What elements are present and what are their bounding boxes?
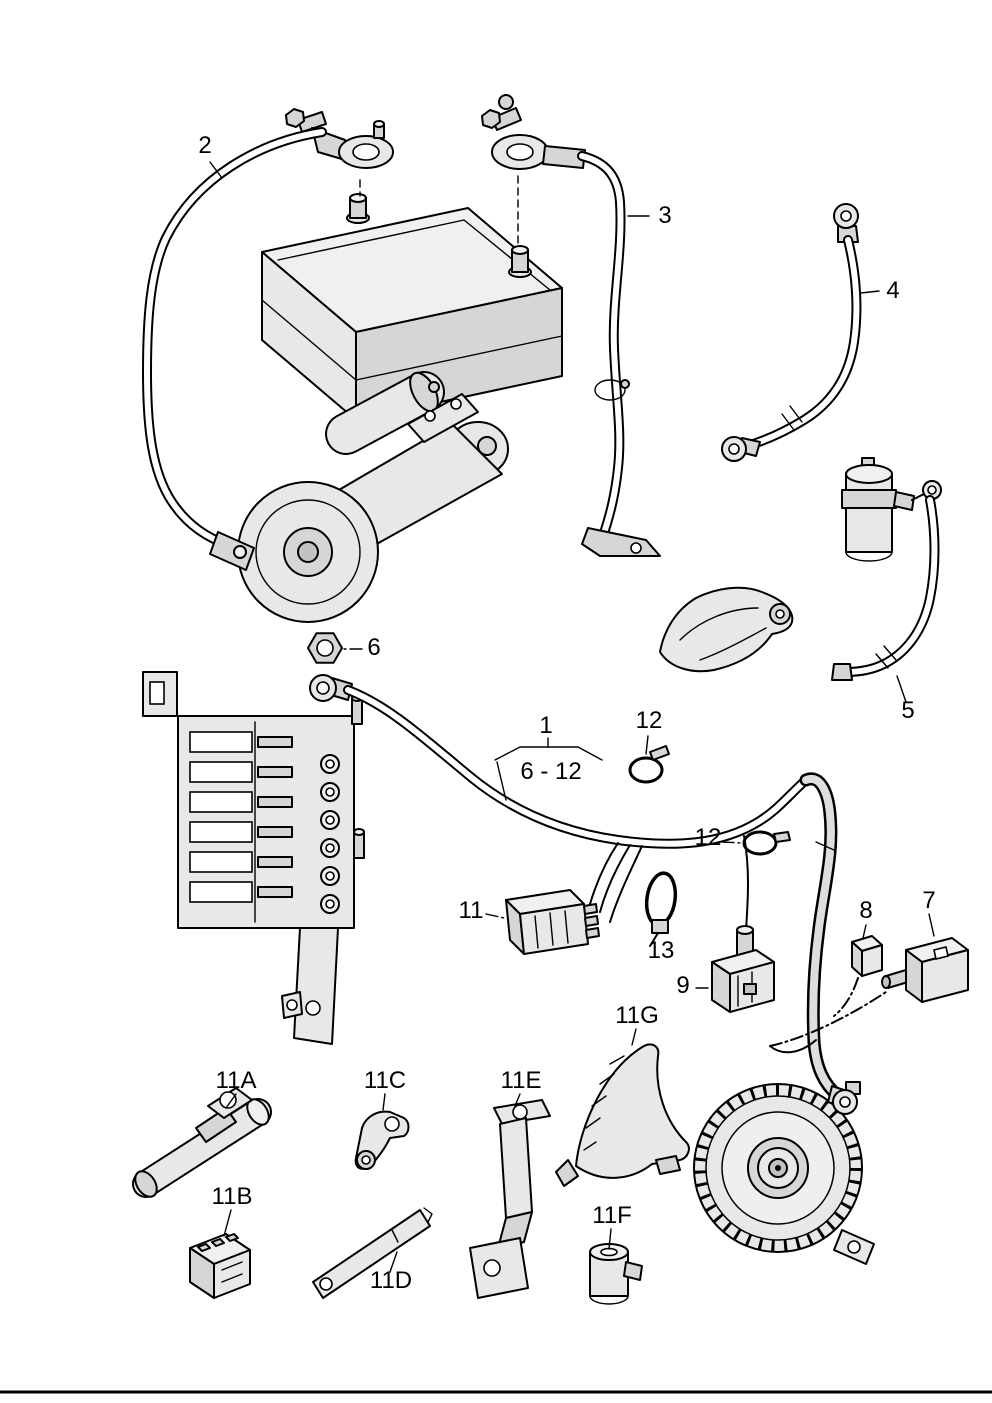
callout-7[interactable]: 7: [922, 887, 935, 914]
cable-tie-13: [644, 871, 678, 947]
fuse-row: [189, 731, 293, 903]
alternator-lower-lug: [833, 1229, 875, 1265]
hose-clamp-12-lower: [742, 830, 791, 856]
callout-8[interactable]: 8: [859, 897, 872, 924]
shield-11g: [555, 1043, 690, 1187]
clip-11b: [189, 1233, 251, 1299]
battery-cable-3: [577, 151, 661, 557]
relay-plate: [142, 671, 365, 1045]
cable3-flag-terminal: [581, 527, 661, 557]
callout-9[interactable]: 9: [676, 972, 689, 999]
callout-labels: 2 3 4 5 6 1 6 - 12 12 12 11 13 9 8 7 11A…: [198, 132, 935, 1294]
callout-12-lower[interactable]: 12: [695, 824, 722, 851]
battery-post-positive: [346, 193, 370, 224]
callout-11d[interactable]: 11D: [370, 1267, 412, 1294]
callout-1-range[interactable]: 6 - 12: [520, 758, 581, 785]
plate-socket-holes: [320, 754, 340, 914]
callout-1[interactable]: 1: [539, 712, 552, 739]
ground-strap-4: [721, 203, 862, 462]
wiring-harness-1: [309, 674, 887, 1115]
bracket-11c: [354, 1110, 410, 1170]
callout-12-upper[interactable]: 12: [636, 707, 663, 734]
engine-bracket: [659, 586, 794, 673]
plate-lower-strip: [281, 927, 339, 1045]
connector-7: [881, 937, 969, 1003]
cable3-clip: [594, 379, 630, 401]
leader-lines: [209, 161, 935, 1273]
callout-11a[interactable]: 11A: [216, 1067, 257, 1094]
bracket-11d: [312, 1207, 433, 1299]
callout-6[interactable]: 6: [367, 634, 380, 661]
starter-motor: [237, 371, 509, 623]
harness-ring-terminal-end: [827, 1085, 858, 1115]
callout-11e[interactable]: 11E: [501, 1067, 542, 1094]
callout-5[interactable]: 5: [901, 697, 914, 724]
terminal-clamp-cable3: [481, 94, 586, 247]
battery-post-negative: [508, 245, 532, 278]
holder-11f: [589, 1243, 643, 1305]
callout-11c[interactable]: 11C: [364, 1067, 406, 1094]
callout-3[interactable]: 3: [658, 202, 671, 229]
cover-8: [833, 935, 883, 1017]
hex-nut-6: [307, 632, 343, 664]
callout-4[interactable]: 4: [886, 277, 899, 304]
suppressor-cable-5: [659, 457, 942, 681]
callout-2[interactable]: 2: [198, 132, 211, 159]
callout-11[interactable]: 11: [459, 897, 484, 924]
callout-11b[interactable]: 11B: [212, 1183, 253, 1210]
connector-11: [505, 889, 600, 955]
bracket-11e: [469, 1099, 551, 1299]
alternator: [693, 1081, 875, 1265]
callout-13[interactable]: 13: [648, 937, 675, 964]
harness-branch-wires: [589, 835, 887, 1054]
terminal-clamp-cable2: [285, 108, 394, 197]
battery-cable-2: [141, 127, 327, 571]
group-brace-1: [494, 737, 603, 801]
harness-ring-terminal-start: [309, 674, 353, 702]
callout-11f[interactable]: 11F: [592, 1202, 632, 1229]
hose-clamp-12-upper: [628, 745, 670, 784]
callout-11g[interactable]: 11G: [615, 1002, 659, 1029]
starter-solenoid: [325, 371, 445, 455]
battery: [261, 193, 563, 421]
connector-9: [711, 925, 775, 1013]
starter-mount-flange: [407, 393, 479, 443]
